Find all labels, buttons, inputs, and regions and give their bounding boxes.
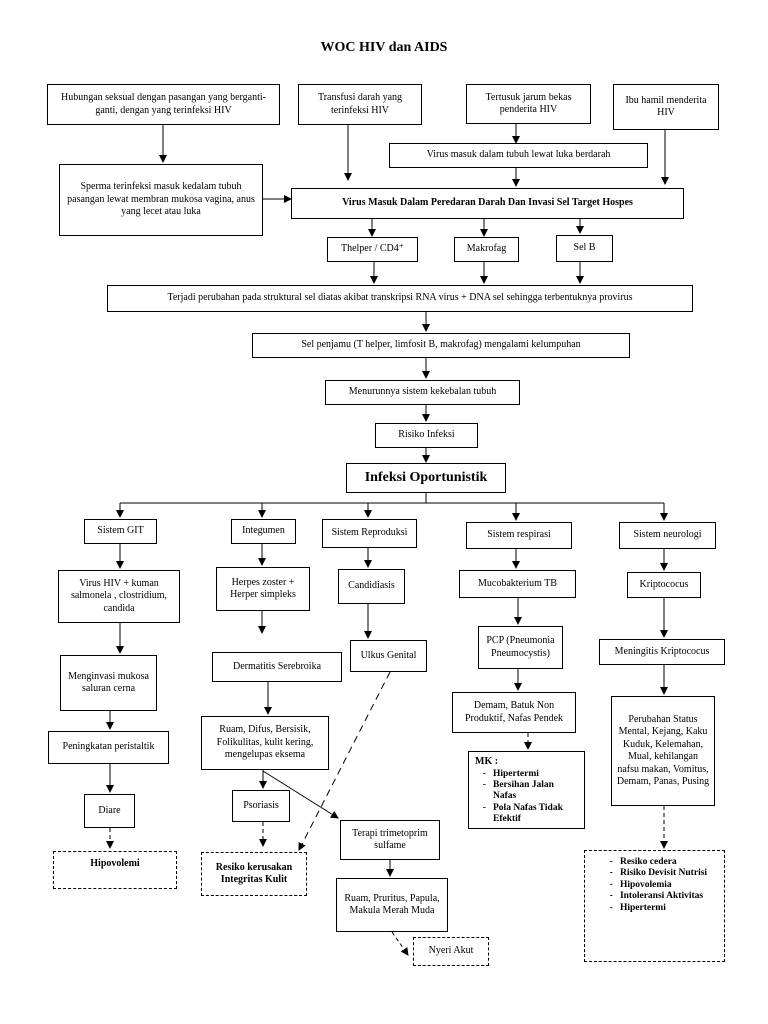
neurology-dx-item: Risiko Devisit Nutrisi [620, 868, 707, 879]
mk-item: Bersihan Jalan Nafas [493, 780, 578, 803]
provirus-formation: Terjadi perubahan pada struktural sel di… [107, 285, 693, 312]
neurology-meningitis: Meningitis Kriptococus [599, 639, 725, 665]
cause-needle: Tertusuk jarum bekas penderita HIV [466, 84, 591, 124]
integument-therapy: Terapi trimetoprim sulfame [340, 820, 440, 860]
neurology-dx-item: Intoleransi Aktivitas [620, 891, 707, 902]
respiratory-tb: Mucobakterium TB [459, 570, 576, 598]
respiratory-nursing-problems: MK : Hipertermi Bersihan Jalan Nafas Pol… [468, 751, 585, 829]
git-pathogens: Virus HIV + kuman salmonela , clostridiu… [58, 570, 180, 623]
mk-item: Pola Nafas Tidak Efektif [493, 803, 578, 826]
neurology-kripto: Kriptococus [627, 572, 701, 598]
neurology-changes: Perubahan Status Mental, Kejang, Kaku Ku… [611, 696, 715, 806]
git-peristaltic: Peningkatan peristaltik [48, 731, 169, 764]
integument-dermatitis: Dermatitis Serebroika [212, 652, 342, 682]
integument-lesions: Ruam, Difus, Bersisik, Folikulitas, kuli… [201, 716, 329, 770]
respiratory-pcp: PCP (Pneumonia Pneumocystis) [478, 626, 563, 669]
mk-item: Hipertermi [493, 769, 578, 780]
neurology-dx-list: Resiko cedera Risiko Devisit Nutrisi Hip… [602, 857, 707, 914]
system-integument: Integumen [231, 519, 296, 544]
integument-rash: Ruam, Pruritus, Papula, Makula Merah Mud… [336, 878, 448, 932]
reproductive-candidiasis: Candidiasis [338, 569, 405, 604]
cause-transfusion: Transfusi darah yang terinfeksi HIV [298, 84, 422, 125]
virus-invasion: Virus Masuk Dalam Peredaran Darah Dan In… [291, 188, 684, 219]
git-diarrhea: Diare [84, 794, 135, 828]
reproductive-ulcer: Ulkus Genital [350, 640, 427, 672]
cause-pregnant: Ibu hamil menderita HIV [613, 84, 719, 130]
infection-risk: Risiko Infeksi [375, 423, 478, 448]
sperm-infection: Sperma terinfeksi masuk kedalam tubuh pa… [59, 164, 263, 236]
neurology-dx-item: Hipertermi [620, 903, 707, 914]
immunity-decline: Menurunnya sistem kekebalan tubuh [325, 380, 520, 405]
target-makrofag: Makrofag [454, 237, 519, 262]
system-neurology: Sistem neurologi [619, 522, 716, 549]
respiratory-symptoms: Demam, Batuk Non Produktif, Nafas Pendek [452, 692, 576, 733]
integument-diagnosis: Resiko kerusakan Integritas Kulit [201, 852, 307, 896]
arrow-rash-pain [391, 931, 409, 956]
neurology-diagnosis: Resiko cedera Risiko Devisit Nutrisi Hip… [584, 850, 725, 962]
git-mucosa-invasion: Menginvasi mukosa saluran cerna [60, 655, 157, 711]
mk-label: MK : [475, 756, 499, 767]
neurology-dx-item: Resiko cedera [620, 857, 707, 868]
mk-list: Hipertermi Bersihan Jalan Nafas Pola Naf… [475, 769, 578, 826]
system-respiratory: Sistem respirasi [466, 522, 572, 549]
target-thelper: Thelper / CD4⁺ [327, 237, 418, 262]
arrow-ulcer-dx [298, 671, 391, 851]
integument-herpes: Herpes zoster + Herper simpleks [216, 567, 310, 611]
opportunistic-infection: Infeksi Oportunistik [346, 463, 506, 493]
virus-wound-entry: Virus masuk dalam tubuh lewat luka berda… [389, 143, 648, 168]
cause-sexual: Hubungan seksual dengan pasangan yang be… [47, 84, 280, 125]
system-reproductive: Sistem Reproduksi [322, 519, 417, 548]
neurology-dx-item: Hipovolemia [620, 880, 707, 891]
page-title: WOC HIV dan AIDS [320, 40, 448, 55]
target-selb: Sel B [556, 235, 613, 262]
git-diagnosis: Hipovolemi [53, 851, 177, 889]
arrow-lesions-therapy [262, 770, 339, 819]
integument-psoriasis: Psoriasis [232, 790, 290, 822]
integument-pain: Nyeri Akut [413, 937, 489, 966]
system-git: Sistem GIT [84, 519, 157, 544]
host-cell-paralysis: Sel penjamu (T helper, limfosit B, makro… [252, 333, 630, 358]
